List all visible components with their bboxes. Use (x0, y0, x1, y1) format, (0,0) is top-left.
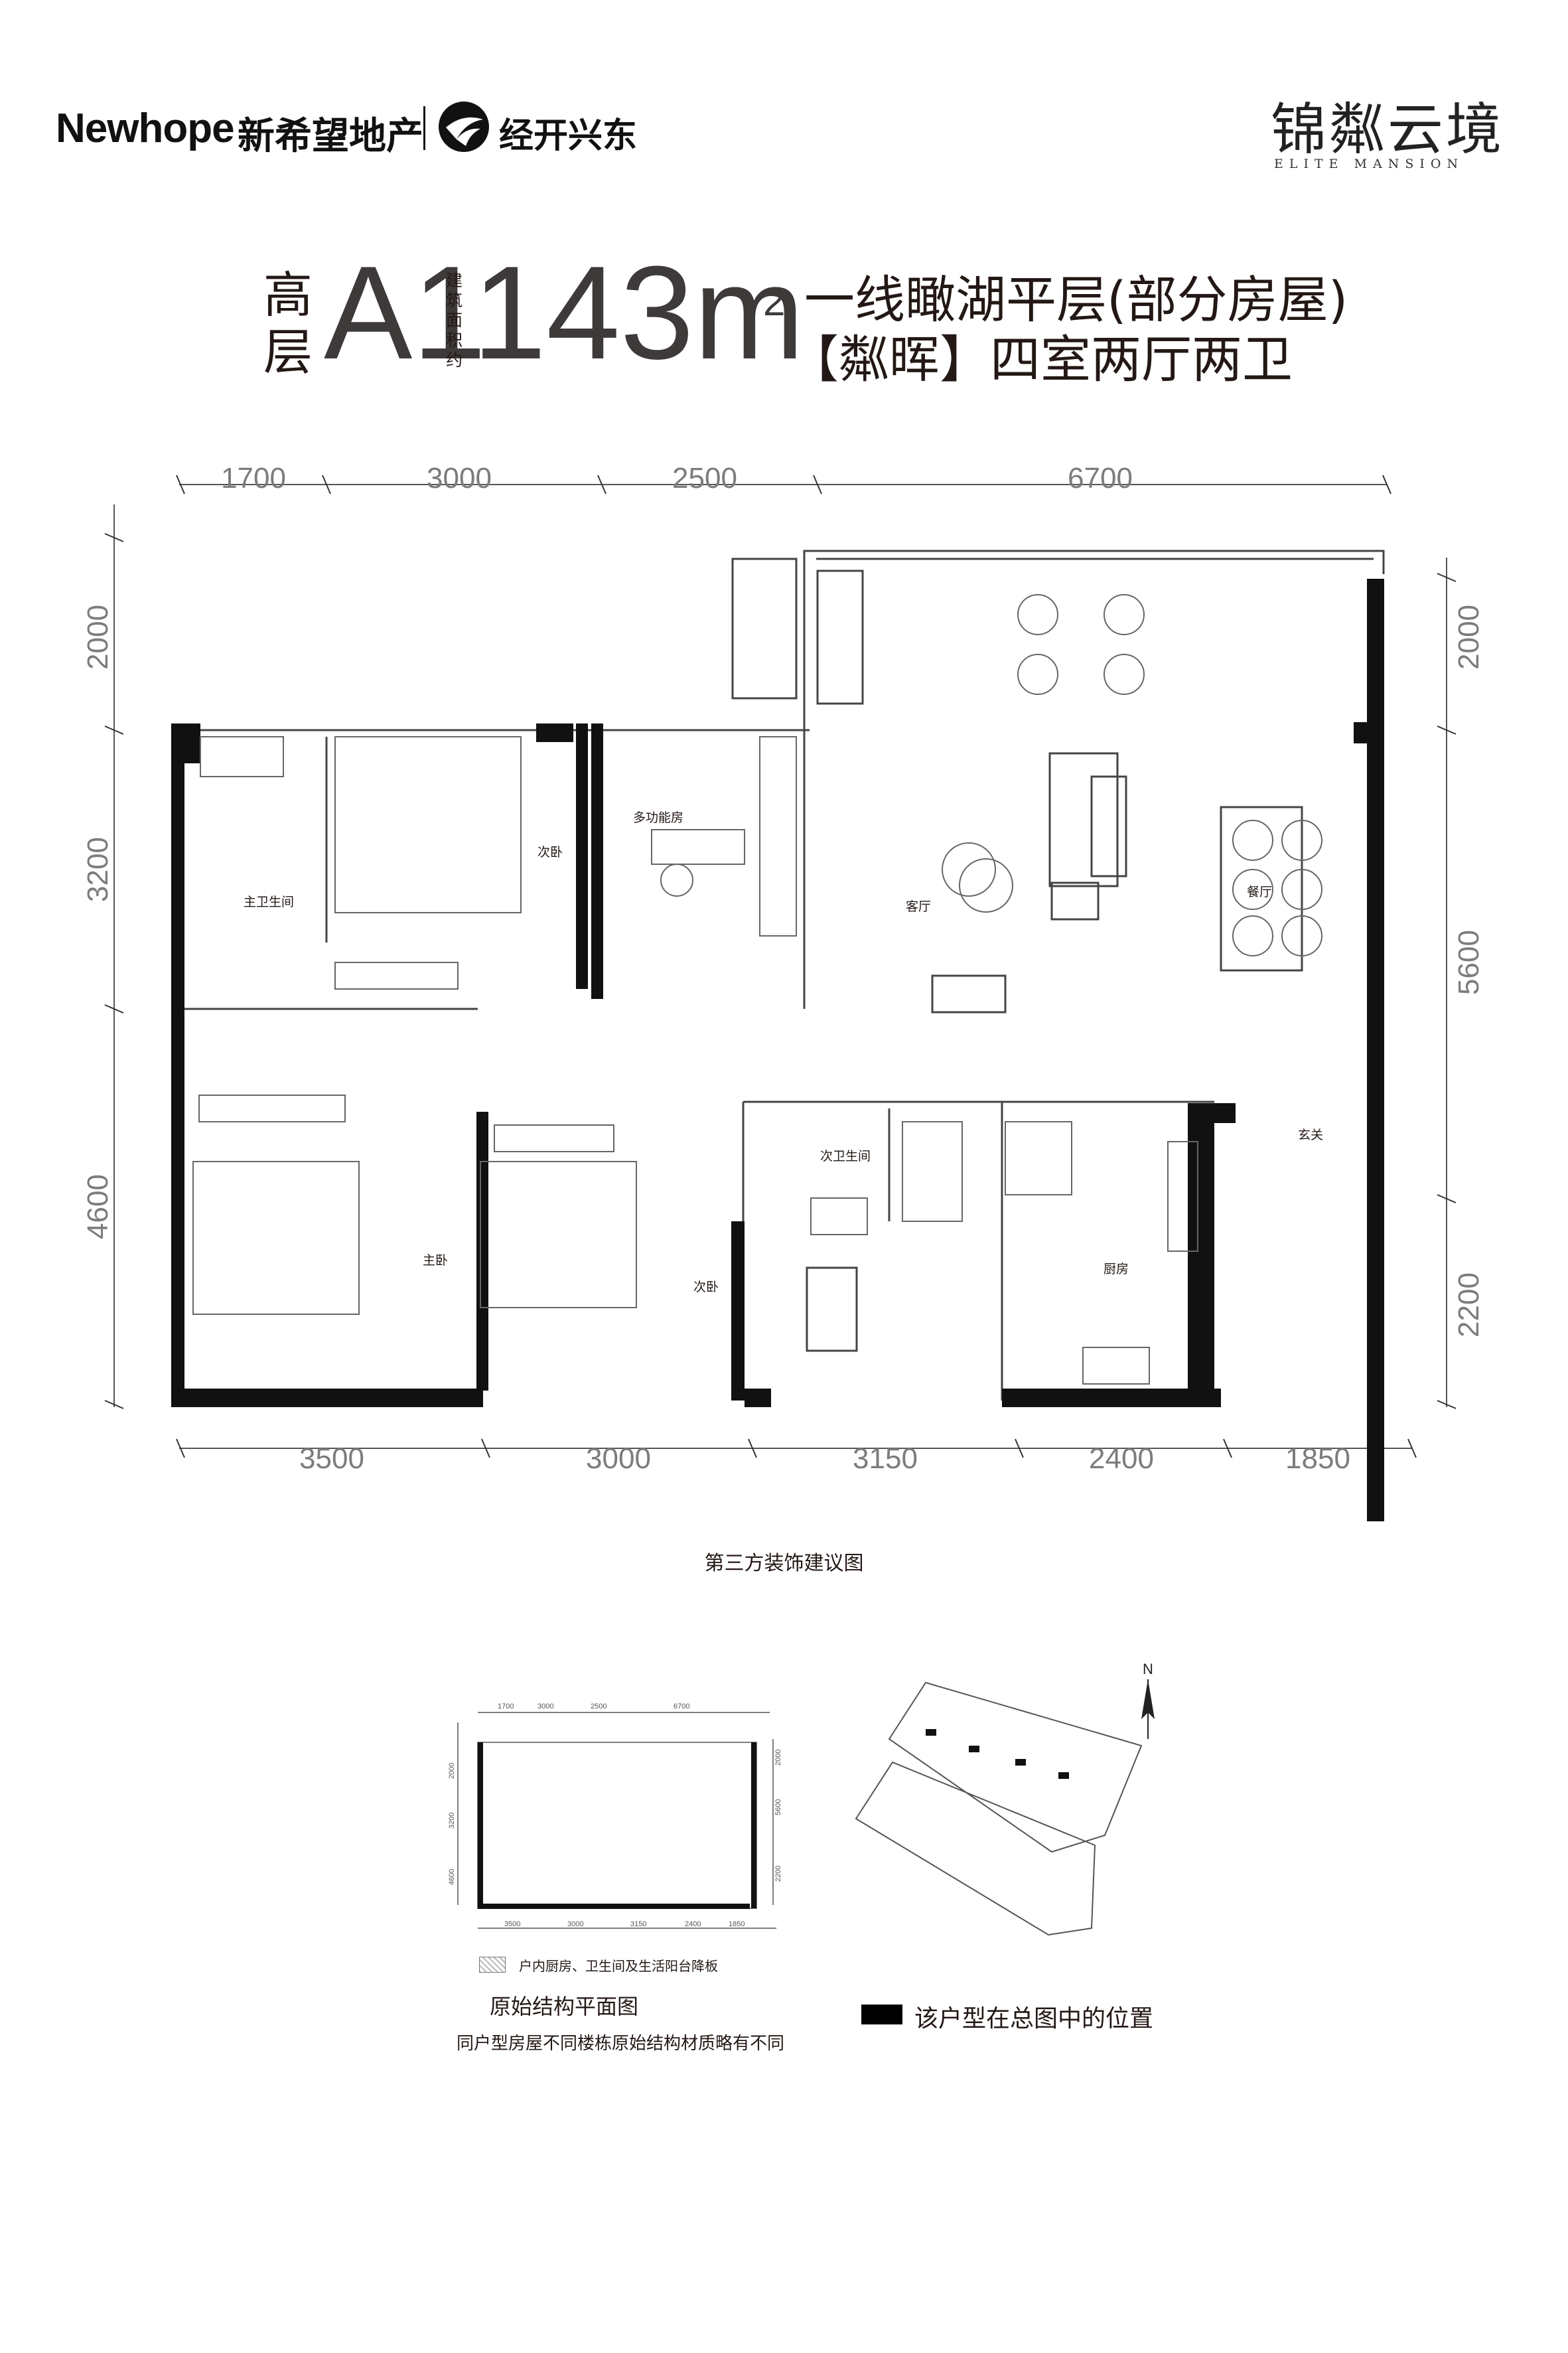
small-plan-dims: 1700 3000 2500 6700 3500 3000 3150 2400 … (448, 1703, 782, 1928)
tagline-view: 一线瞰湖平层(部分房屋) (804, 270, 1348, 329)
bottom-dim-5: 1850 (1285, 1442, 1350, 1475)
small-left-dim-3: 4600 (448, 1869, 456, 1885)
newhope-cn-logo: 新希望地产 (238, 115, 423, 158)
tagline-layout: 【粼晖】四室两厅两卫 (788, 330, 1293, 389)
dimension-lines (113, 484, 1447, 1449)
north-label: N (1143, 1661, 1153, 1677)
room-kitchen: 厨房 (1104, 1262, 1129, 1276)
small-structural-plan (457, 1712, 776, 1929)
room-entry: 玄关 (1298, 1128, 1323, 1142)
top-dim-1: 1700 (221, 462, 286, 494)
position-swatch (861, 2005, 902, 2024)
logo-divider (423, 106, 425, 150)
structural-walls (171, 579, 1384, 1521)
small-bottom-dim-4: 2400 (685, 1920, 701, 1928)
small-bottom-dim-3: 3150 (630, 1920, 646, 1928)
small-top-dim-3: 2500 (591, 1703, 606, 1710)
bottom-dim-2: 3000 (586, 1442, 651, 1475)
right-dim-1: 2000 (1453, 605, 1485, 670)
left-dim-2: 3200 (82, 837, 114, 902)
top-dim-3: 2500 (672, 462, 737, 494)
room-second-bath: 次卫生间 (820, 1149, 871, 1164)
small-bottom-dim-2: 3000 (567, 1920, 583, 1928)
left-dim-1: 2000 (82, 605, 114, 670)
furniture (192, 594, 1322, 1385)
dimension-ticks (104, 475, 1457, 1458)
bottom-dim-4: 2400 (1089, 1442, 1154, 1475)
plan-caption: 第三方装饰建议图 (704, 1552, 864, 1575)
small-right-dim-2: 5600 (774, 1799, 782, 1815)
right-dim-2: 5600 (1453, 930, 1485, 995)
hatch-legend-label: 户内厨房、卫生间及生活阳台降板 (519, 1958, 718, 1974)
area-value: 143m (472, 239, 805, 387)
room-master-bath: 主卫生间 (244, 895, 294, 909)
top-dim-2: 3000 (427, 462, 492, 494)
left-dim-3: 4600 (82, 1174, 114, 1239)
jingkai-logo-text: 经开兴东 (499, 116, 638, 156)
small-top-dim-2: 3000 (537, 1703, 553, 1710)
hatch-swatch (479, 1957, 506, 1973)
room-dining: 餐厅 (1247, 885, 1272, 899)
room-second-bed-b: 次卧 (693, 1280, 719, 1294)
right-dim-3: 2200 (1453, 1272, 1485, 1337)
small-right-dim-1: 2000 (774, 1750, 782, 1766)
room-master-bed: 主卧 (423, 1253, 448, 1268)
original-structure-note: 同户型房屋不同楼栋原始结构材质略有不同 (457, 2034, 785, 2054)
small-top-dim-4: 6700 (674, 1703, 689, 1710)
original-structure-title: 原始结构平面图 (490, 1994, 639, 2019)
unit-type-code: A1 (324, 239, 486, 387)
room-multi: 多功能房 (633, 810, 683, 825)
north-arrow-icon: N (1141, 1661, 1155, 1739)
project-name: 锦粼云境 (1271, 97, 1505, 162)
area-unit-superscript: 2 (763, 279, 786, 324)
site-plan (855, 1681, 1143, 1936)
interior-walls (173, 550, 1385, 1401)
small-right-dim-3: 2200 (774, 1866, 782, 1882)
area-label: 建筑面积约 (446, 271, 463, 370)
newhope-logo: Newhope (56, 106, 235, 151)
small-bottom-dim-1: 3500 (504, 1920, 520, 1928)
small-left-dim-1: 2000 (448, 1763, 456, 1779)
small-top-dim-1: 1700 (498, 1703, 514, 1710)
top-dim-4: 6700 (1068, 462, 1133, 494)
jingkai-logo-icon (439, 102, 489, 152)
bottom-dim-1: 3500 (299, 1442, 364, 1475)
unit-position-markers (926, 1729, 1069, 1779)
room-second-bed-a: 次卧 (537, 845, 563, 860)
project-name-en: ELITE MANSION (1274, 157, 1464, 171)
room-living: 客厅 (906, 899, 931, 914)
building-tier: 高层 (263, 267, 313, 381)
small-bottom-dim-5: 1850 (729, 1920, 745, 1928)
bottom-dim-3: 3150 (853, 1442, 918, 1475)
small-plan-walls (478, 1742, 756, 1909)
position-legend-label: 该户型在总图中的位置 (914, 2005, 1154, 2032)
small-left-dim-2: 3200 (448, 1813, 456, 1829)
